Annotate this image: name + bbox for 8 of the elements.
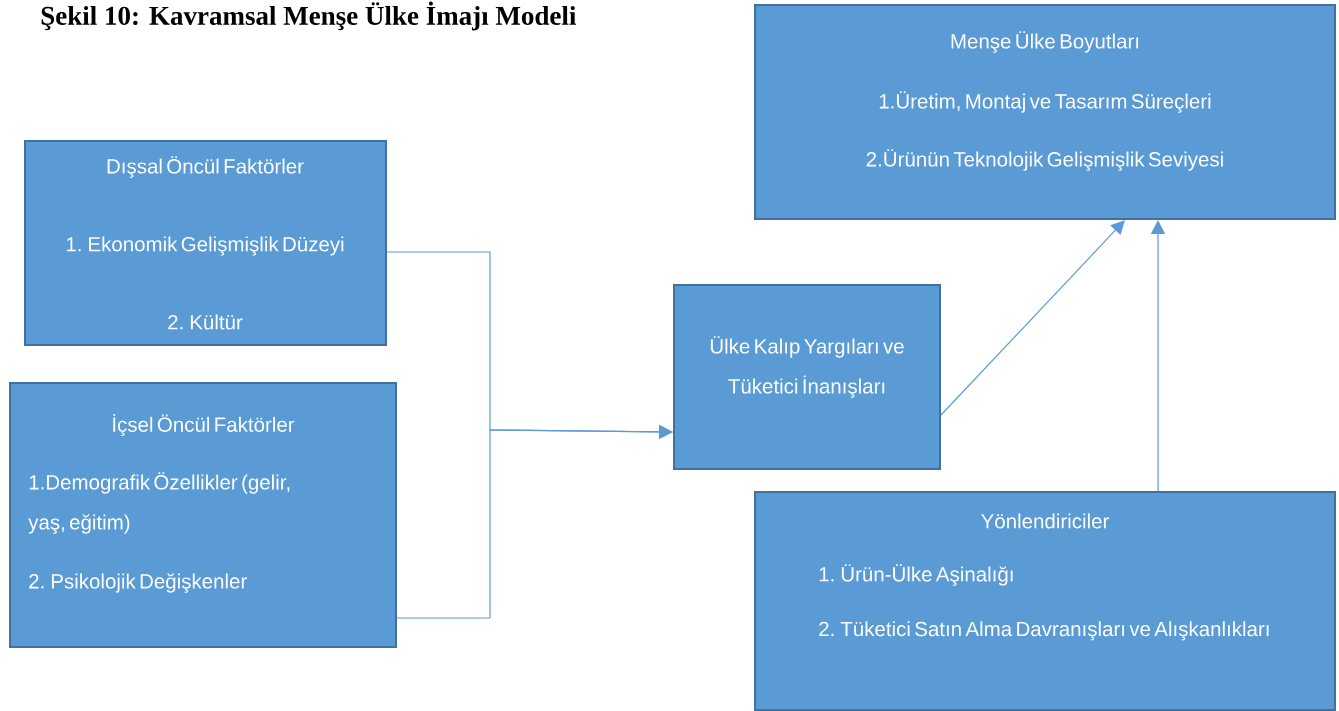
arrow — [396, 424, 673, 619]
outcome-box: Menşe Ülke Boyutları 1.Üretim, Montaj ve Tasarım Süreçleri 2.Ürünün Teknolojik Gelişmişlik Seviyesi — [754, 4, 1336, 220]
process-box: Ülke Kalıp Yargıları ve Tüketici İnanışları — [673, 284, 941, 470]
arrow — [940, 220, 1125, 416]
moderator-box: Yönlendiriciler 1. Ürün-Ülke Aşinalığı 2. Tüketici Satın Alma Davranışları ve Alışkanlıkları — [754, 491, 1336, 711]
figure-title: Şekil 10: Kavramsal Menşe Ülke İmajı Modeli — [41, 1, 576, 31]
factor-box: Dışsal Öncül Faktörler 1. Ekonomik Gelişmişlik Düzeyi 2. Kültür — [24, 140, 387, 346]
factor-box: İçsel Öncül Faktörler 1.Demografik Özellikler (gelir, yaş, eğitim) 2. Psikolojik Değişkenler — [9, 382, 397, 648]
